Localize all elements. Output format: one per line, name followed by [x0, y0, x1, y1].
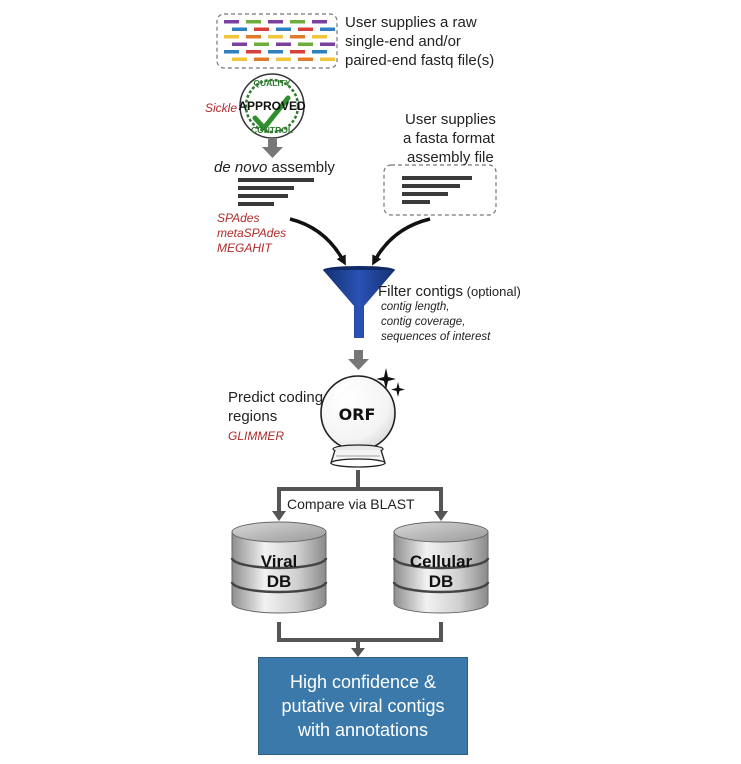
filter-title-text: Filter contigs — [378, 283, 464, 300]
filter-criterion-sequences: sequences of interest — [381, 331, 491, 343]
orf-ball-text: ORF — [339, 405, 376, 424]
read-dash — [268, 35, 283, 39]
blast-split-connector — [272, 470, 448, 521]
cellular-db-label-line1: Cellular — [409, 552, 473, 571]
read-dash — [298, 42, 313, 46]
read-dash — [246, 35, 261, 39]
fasta-contigs-icon — [402, 176, 472, 204]
filter-to-orf-arrow — [348, 350, 369, 370]
read-dash — [312, 20, 327, 24]
viral-db-label-line2: DB — [266, 572, 292, 591]
result-box: High confidence & putative viral contigs… — [258, 657, 468, 755]
read-dash — [254, 57, 269, 61]
viral-db-icon — [230, 521, 328, 614]
read-dash — [276, 42, 291, 46]
read-dash — [232, 57, 247, 61]
read-dash — [224, 20, 239, 24]
read-dash — [232, 42, 247, 46]
filter-criterion-length: contig length, — [381, 301, 450, 313]
read-dash — [268, 50, 283, 54]
assembly-tools: SPAdes metaSPAdes MEGAHIT — [217, 211, 286, 256]
blast-label: Compare via BLAST — [287, 496, 415, 512]
fasta-label-line3: assembly file — [407, 149, 494, 166]
result-text: High confidence & putative viral contigs… — [281, 672, 445, 740]
read-dash — [312, 35, 327, 39]
filter-criterion-coverage: contig coverage, — [381, 316, 466, 328]
read-dash — [312, 50, 327, 54]
crystal-ball-icon: ORF — [320, 375, 396, 468]
assembly-title-rest: assembly — [267, 159, 335, 176]
raw-reads-icon — [224, 20, 335, 61]
filter-criteria: contig length, contig coverage, sequence… — [381, 300, 490, 345]
read-dash — [290, 35, 305, 39]
seal-approved-text: APPROVED — [238, 99, 306, 113]
read-dash — [320, 57, 335, 61]
fasta-label-line2: a fasta format — [403, 130, 495, 147]
orf-label: Predict coding regions — [228, 388, 323, 426]
raw-reads-label: User supplies a raw single-end and/or pa… — [345, 13, 494, 70]
fasta-file-box — [383, 164, 497, 216]
seal-top-text: QUALITY — [253, 78, 291, 88]
viral-db-label-line1: Viral — [260, 552, 298, 571]
orf-label-line2: regions — [228, 408, 278, 425]
assembly-tool-metaspades: metaSPAdes — [217, 226, 287, 240]
read-dash — [320, 42, 335, 46]
merge-connector — [277, 622, 443, 657]
read-dash — [224, 35, 239, 39]
filter-qualifier: (optional) — [463, 284, 521, 299]
read-dash — [320, 27, 335, 31]
read-dash — [268, 20, 283, 24]
read-dash — [298, 57, 313, 61]
assembly-title: de novo assembly — [214, 158, 335, 177]
assembly-tool-spades: SPAdes — [217, 211, 260, 225]
fasta-to-filter-arrow — [372, 217, 431, 266]
read-dash — [232, 27, 247, 31]
read-dash — [290, 20, 305, 24]
read-dash — [254, 27, 269, 31]
read-dash — [290, 50, 305, 54]
assembly-to-filter-arrow — [289, 217, 346, 266]
assembly-title-italic: de novo — [214, 159, 268, 176]
qc-to-assembly-arrow — [262, 139, 283, 158]
orf-label-line1: Predict coding — [228, 389, 324, 406]
read-dash — [246, 20, 261, 24]
read-dash — [224, 50, 239, 54]
read-dash — [276, 27, 291, 31]
fasta-label-line1: User supplies — [405, 111, 496, 128]
read-dash — [254, 42, 269, 46]
cellular-db-icon — [392, 521, 490, 614]
read-dash — [276, 57, 291, 61]
cellular-db-label-line2: DB — [428, 572, 454, 591]
read-dash — [298, 27, 313, 31]
raw-reads-label-line2: single-end and/or — [345, 33, 461, 50]
sparkle-icon — [376, 368, 405, 397]
read-dash — [246, 50, 261, 54]
raw-reads-label-line3: paired-end fastq file(s) — [345, 52, 495, 69]
assembly-tool-megahit: MEGAHIT — [217, 241, 272, 255]
fasta-label: User supplies a fasta format assembly fi… — [403, 110, 496, 167]
cellular-db-label: Cellular DB — [398, 552, 484, 592]
quality-approved-seal-icon: APPROVED QUALITY CONTROL — [238, 73, 306, 139]
funnel-icon — [323, 266, 395, 338]
orf-tool-label: GLIMMER — [228, 429, 285, 443]
seal-bottom-text: CONTROL — [251, 125, 293, 135]
raw-reads-label-line1: User supplies a raw — [345, 14, 477, 31]
qc-tool-label: Sickle — [205, 101, 238, 115]
filter-title: Filter contigs (optional) — [378, 282, 521, 301]
viral-db-label: Viral DB — [242, 552, 316, 592]
assembly-contigs-icon — [238, 178, 314, 206]
